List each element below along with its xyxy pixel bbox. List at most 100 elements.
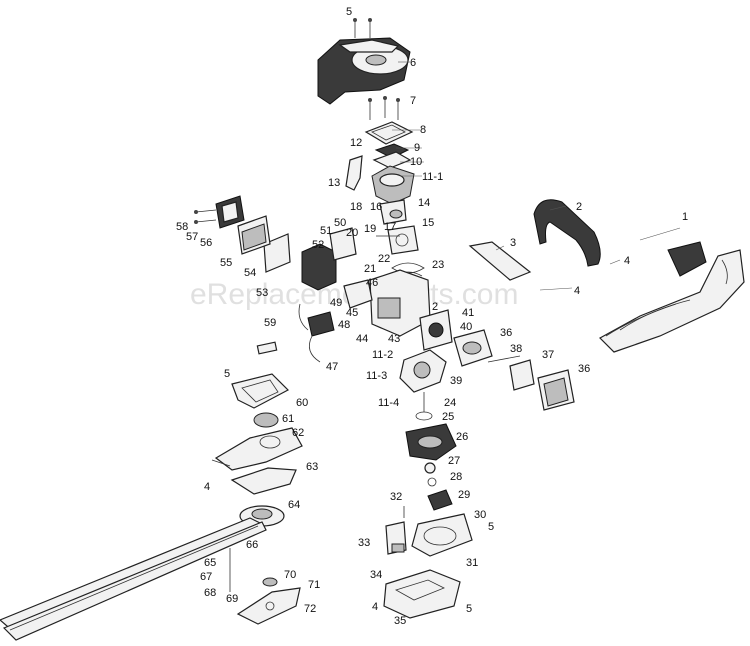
label-47: 47: [326, 361, 338, 373]
hedge-blade: [0, 517, 267, 641]
clutch-housing: [399, 349, 447, 393]
label-13: 13: [328, 177, 340, 189]
label-26: 26: [456, 431, 468, 443]
label-20: 20: [346, 227, 358, 239]
label-54: 54: [244, 267, 256, 279]
crankcase: [343, 269, 431, 337]
label-16: 16: [370, 201, 382, 213]
cylinder-assembly: [376, 199, 425, 277]
label-57: 57: [186, 231, 198, 243]
guard-3: [468, 241, 532, 281]
label-61: 61: [282, 413, 294, 425]
label-51: 51: [320, 225, 332, 237]
label-58: 58: [176, 221, 188, 233]
label-29: 29: [458, 489, 470, 501]
label-69: 69: [226, 593, 238, 605]
label-11-4: 11-4: [378, 397, 399, 409]
cover-screws: [353, 18, 400, 120]
label-25: 25: [442, 411, 454, 423]
label-7: 7: [410, 95, 416, 107]
label-12: 12: [350, 137, 362, 149]
label-4: 4: [372, 601, 378, 613]
leader-lines: [392, 61, 681, 291]
label-55: 55: [220, 257, 232, 269]
label-67: 67: [200, 571, 212, 583]
label-44: 44: [356, 333, 368, 345]
label-17: 17: [384, 221, 396, 233]
part-labels: 5 6 7 8 9 10 11-1 12 13 14 15 16 17 18 1…: [176, 6, 688, 627]
label-56: 56: [200, 237, 212, 249]
label-5-d: 5: [224, 368, 230, 380]
label-28: 28: [450, 471, 462, 483]
label-36-b: 36: [578, 363, 590, 375]
label-41: 41: [462, 307, 474, 319]
label-4-c: 4: [624, 255, 630, 267]
label-5-c: 5: [466, 603, 472, 615]
label-39: 39: [450, 375, 462, 387]
front-handle: [533, 199, 601, 267]
label-71: 71: [308, 579, 320, 591]
fan-housing: [419, 309, 575, 411]
label-53: 53: [256, 287, 268, 299]
label-70: 70: [284, 569, 296, 581]
label-9: 9: [414, 142, 420, 154]
label-59: 59: [264, 317, 276, 329]
label-30: 30: [474, 509, 486, 521]
engine-cover: [317, 37, 411, 105]
label-2-b: 2: [576, 201, 582, 213]
part-59: [256, 341, 278, 355]
label-60: 60: [296, 397, 308, 409]
label-21: 21: [364, 263, 376, 275]
label-48: 48: [338, 319, 350, 331]
label-37: 37: [542, 349, 554, 361]
label-45: 45: [346, 307, 358, 319]
label-68: 68: [204, 587, 216, 599]
label-14: 14: [418, 197, 430, 209]
label-46: 46: [366, 277, 378, 289]
label-27: 27: [448, 455, 460, 467]
label-32: 32: [390, 491, 402, 503]
label-52: 52: [312, 239, 324, 251]
label-4-b: 4: [204, 481, 210, 493]
starter-assembly: [383, 489, 473, 619]
label-11-1: 11-1: [422, 171, 443, 183]
label-18: 18: [350, 201, 362, 213]
label-5-b: 5: [488, 521, 494, 533]
label-4-d: 4: [574, 285, 580, 297]
gear-case: [211, 373, 303, 471]
rear-handle: [599, 241, 745, 353]
label-5: 5: [346, 6, 352, 18]
label-50: 50: [334, 217, 346, 229]
label-40: 40: [460, 321, 472, 333]
label-33: 33: [358, 537, 370, 549]
label-15: 15: [422, 217, 434, 229]
heat-shield: [345, 155, 363, 191]
air-filter-assembly: [194, 195, 357, 291]
label-10: 10: [410, 156, 422, 168]
label-36: 36: [500, 327, 512, 339]
label-63: 63: [306, 461, 318, 473]
label-2: 2: [432, 301, 438, 313]
label-65: 65: [204, 557, 216, 569]
label-43: 43: [388, 333, 400, 345]
fuel-line-assembly: [298, 303, 335, 363]
label-1: 1: [682, 211, 688, 223]
label-35: 35: [394, 615, 406, 627]
label-62: 62: [292, 427, 304, 439]
label-49: 49: [330, 297, 342, 309]
label-31: 31: [466, 557, 478, 569]
muffler-stack: [364, 121, 415, 205]
label-11-2: 11-2: [372, 349, 393, 361]
label-11-3: 11-3: [366, 370, 387, 382]
label-23: 23: [432, 259, 444, 271]
flywheel-stack: [405, 392, 457, 487]
label-72: 72: [304, 603, 316, 615]
label-64: 64: [288, 499, 300, 511]
gasket-63: [230, 467, 297, 495]
label-8: 8: [420, 124, 426, 136]
label-38: 38: [510, 343, 522, 355]
blade-cover: [229, 548, 301, 625]
label-19: 19: [364, 223, 376, 235]
label-6: 6: [410, 57, 416, 69]
